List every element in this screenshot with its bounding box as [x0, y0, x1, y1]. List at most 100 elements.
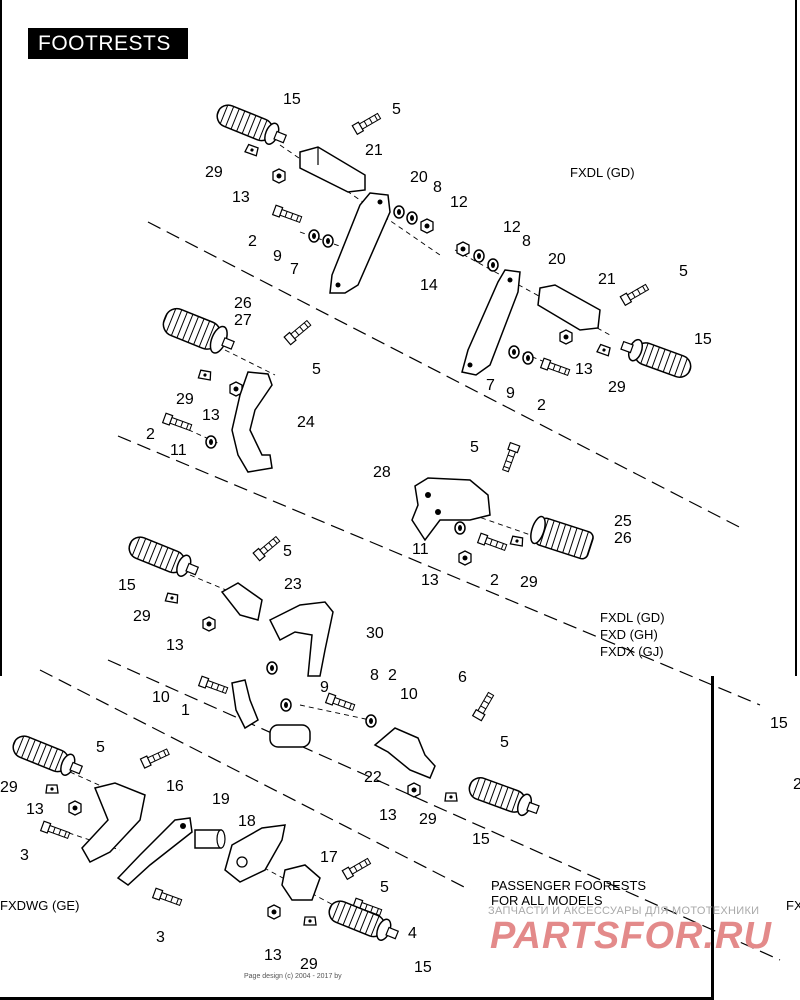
watermark-logo: PARTSFOR.RU	[490, 915, 772, 957]
callout-29: 29	[520, 574, 538, 591]
bracket-icon	[268, 601, 334, 677]
callout-15: 15	[118, 577, 136, 594]
bolt-icon	[40, 820, 71, 841]
bolt-icon	[198, 675, 229, 696]
callout-2: 2	[537, 397, 546, 414]
bolt-icon	[283, 318, 313, 346]
callout-15: 15	[472, 831, 490, 848]
callout-2: 2	[793, 776, 800, 793]
bolt-icon	[341, 856, 373, 880]
clip-icon	[244, 143, 260, 157]
footpeg-icon	[125, 533, 202, 582]
washer-icon	[365, 714, 377, 728]
washer-icon	[308, 229, 320, 243]
callout-2: 2	[388, 667, 397, 684]
bolt-icon	[500, 442, 521, 473]
nut-icon	[272, 168, 286, 184]
model-label-fxdl: FXDL (GD)	[600, 610, 665, 625]
mount-icon	[537, 284, 601, 331]
model-label-fxd: FXD (GH)	[600, 627, 658, 642]
callout-15: 15	[283, 91, 301, 108]
callout-9: 9	[273, 248, 282, 265]
passenger-note-line-2: FOR ALL MODELS	[491, 893, 603, 908]
clip-icon	[197, 369, 213, 381]
callout-9: 9	[320, 679, 329, 696]
nut-icon	[68, 800, 82, 816]
clip-icon	[164, 592, 180, 604]
callout-15: 15	[694, 331, 712, 348]
washer-icon	[266, 661, 278, 675]
footpeg-icon	[213, 101, 290, 150]
callout-4: 4	[408, 925, 417, 942]
callout-22: 22	[364, 769, 382, 786]
footpeg-icon	[9, 732, 86, 781]
model-label-fxdx: FXDX (GJ)	[600, 644, 664, 659]
nut-icon	[456, 241, 470, 257]
washer-icon	[205, 435, 217, 449]
clip-icon	[509, 535, 525, 547]
washer-icon	[487, 258, 499, 272]
callout-13: 13	[264, 947, 282, 964]
mount-icon	[299, 146, 366, 193]
callout-2: 2	[248, 233, 257, 250]
bracket-icon	[231, 679, 311, 748]
passenger-note-line-1: PASSENGER FOORESTS	[491, 878, 647, 893]
callout-13: 13	[26, 801, 44, 818]
callout-14: 14	[420, 277, 438, 294]
callout-25: 25	[614, 513, 632, 530]
nut-icon	[420, 218, 434, 234]
bolt-icon	[619, 282, 651, 306]
washer-icon	[473, 249, 485, 263]
callout-2: 2	[490, 572, 499, 589]
callout-20: 20	[548, 251, 566, 268]
bolt-icon	[540, 357, 571, 378]
callout-12: 12	[503, 219, 521, 236]
callout-29: 29	[419, 811, 437, 828]
callout-21: 21	[598, 271, 616, 288]
callout-26: 26	[234, 295, 252, 312]
washer-icon	[393, 205, 405, 219]
bracket-icon	[231, 371, 273, 473]
callout-20: 20	[410, 169, 428, 186]
bolt-icon	[139, 746, 171, 769]
diagram-frame-right	[711, 676, 714, 1000]
footpeg-icon	[162, 307, 235, 354]
callout-3: 3	[20, 847, 29, 864]
mount-icon	[281, 864, 321, 901]
callout-10: 10	[152, 689, 170, 706]
clip-icon	[45, 784, 59, 794]
callout-11: 11	[170, 442, 187, 459]
bracket-icon	[81, 782, 146, 863]
bracket-icon	[329, 192, 391, 294]
diagram-frame-top	[0, 0, 797, 676]
nut-icon	[267, 904, 281, 920]
washer-icon	[454, 521, 466, 535]
callout-13: 13	[379, 807, 397, 824]
diagram-frame-bottom	[0, 997, 711, 1000]
model-label-fxdwg: FXDWG (GE)	[0, 898, 80, 913]
callout-7: 7	[290, 261, 299, 278]
callout-15: 15	[414, 959, 432, 976]
callout-5: 5	[470, 439, 479, 456]
callout-28: 28	[373, 464, 391, 481]
callout-2: 2	[146, 426, 155, 443]
nut-icon	[559, 329, 573, 345]
diagram-title: FOOTRESTS	[28, 28, 188, 59]
callout-19: 19	[212, 791, 230, 808]
callout-13: 13	[421, 572, 439, 589]
callout-5: 5	[679, 263, 688, 280]
clip-icon	[303, 916, 317, 926]
clip-icon	[596, 343, 612, 357]
callout-12: 12	[450, 194, 468, 211]
callout-16: 16	[166, 778, 184, 795]
callout-8: 8	[522, 233, 531, 250]
bolt-icon	[472, 690, 496, 722]
callout-7: 7	[486, 377, 495, 394]
callout-30: 30	[366, 625, 384, 642]
callout-5: 5	[380, 879, 389, 896]
bolt-icon	[252, 534, 282, 562]
bolt-icon	[162, 412, 193, 433]
callout-23: 23	[284, 576, 302, 593]
bolt-icon	[351, 111, 383, 135]
bracket-icon	[411, 477, 491, 542]
